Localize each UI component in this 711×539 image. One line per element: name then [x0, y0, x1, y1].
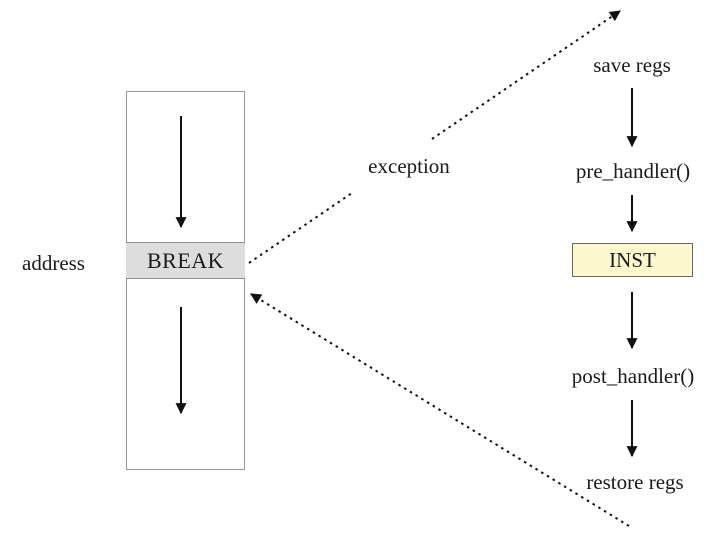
break-instruction-cell: BREAK — [126, 242, 245, 279]
exception-arrow-segment — [248, 192, 353, 264]
return-arrow — [250, 293, 630, 527]
pre-handler-node: pre_handler() — [575, 159, 691, 183]
inst-node: INST — [572, 243, 693, 277]
exception-arrow — [431, 10, 621, 140]
restore-regs-node: restore regs — [586, 470, 684, 494]
address-label: address — [22, 251, 85, 275]
post-handler-node: post_handler() — [571, 364, 695, 388]
save-regs-node: save regs — [593, 53, 671, 77]
exception-label: exception — [368, 154, 450, 178]
